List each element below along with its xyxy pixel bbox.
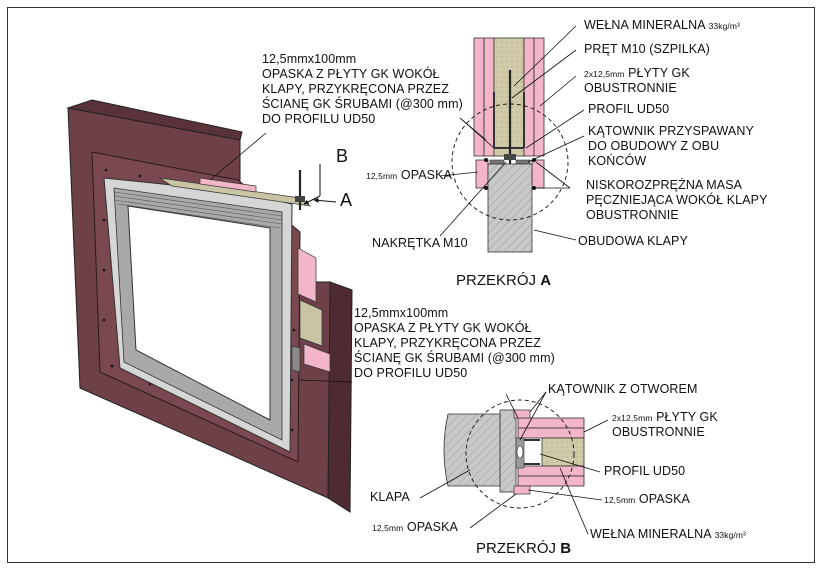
right-cut-steel	[291, 345, 301, 373]
iso-note2-line-1: OPASKA Z PŁYTY GK WOKÓŁ	[354, 321, 532, 335]
iso-note-line-2: KLAPY, PRZYKRĘCONA PRZEZ	[262, 82, 449, 96]
section-b-drawing	[443, 399, 585, 509]
iso-note2-line-4: DO PROFILU UD50	[354, 366, 468, 380]
sb-gypsum-1	[517, 417, 585, 429]
sa-label-profile: PROFIL UD50	[588, 102, 670, 116]
sa-housing	[487, 163, 533, 253]
housing-ribs	[113, 191, 283, 229]
sb-gypsum-3	[517, 465, 585, 477]
sa-label-mass-2: PĘCZNIEJĄCA WOKÓŁ KLAPY	[586, 193, 768, 207]
drawing-border	[7, 7, 815, 563]
sa-label-angle-3: KOŃCÓW	[588, 154, 647, 168]
sa-label-mass-1: NISKOROZPRĘŻNA MASA	[586, 178, 743, 192]
section-b-title: PRZEKRÓJ B	[476, 540, 572, 557]
sb-label-flap: KLAPA	[370, 490, 410, 504]
section-marker-a: A	[340, 190, 353, 210]
sa-gypsum-right-2	[533, 37, 545, 157]
sb-flap	[443, 413, 501, 487]
sa-label-band: 12,5mm OPASKA	[366, 168, 452, 182]
sb-label-band-left: 12,5mm OPASKA	[372, 520, 458, 534]
sb-label-band-right: 12,5mm OPASKA	[604, 492, 690, 506]
isometric-view	[66, 99, 353, 513]
iso-note-line-3: ŚCIANĘ GK ŚRUBAMI (@300 mm)	[262, 97, 463, 111]
leader-iso-note-2	[297, 379, 353, 383]
sa-label-angle-2: DO OBUDOWY Z OBU	[588, 139, 720, 153]
sb-detail-circle	[465, 399, 575, 509]
sb-band-bottom	[513, 485, 531, 495]
sa-detail-circle	[451, 103, 569, 221]
sb-wool	[541, 437, 585, 467]
nut-iso	[295, 196, 305, 202]
sa-label-boards-2: OBUSTRONNIE	[584, 81, 677, 95]
sb-gypsum-4	[517, 475, 585, 487]
section-a-leaders	[439, 25, 585, 241]
iso-note-size: 12,5mmx100mm	[262, 52, 357, 66]
iso-note-line-1: OPASKA Z PŁYTY GK WOKÓŁ	[262, 67, 440, 81]
iso-note2-line-2: KLAPY, PRZYKRĘCONA PRZEZ	[354, 336, 541, 350]
section-a-title: PRZEKRÓJ A	[456, 272, 552, 289]
wall-side-face	[327, 281, 353, 513]
right-cut-gypsum-2	[303, 343, 331, 373]
sa-label-nut: NAKRĘTKA M10	[372, 236, 468, 250]
iso-note2-line-3: ŚCIANĘ GK ŚRUBAMI (@300 mm)	[354, 351, 555, 365]
sb-band-top	[513, 409, 531, 419]
sa-label-housing: OBUDOWA KLAPY	[578, 234, 688, 248]
sa-nut	[504, 154, 516, 160]
section-marker-b: B	[336, 146, 349, 166]
sa-gypsum-right	[523, 37, 535, 157]
sb-label-boards-2: OBUSTRONNIE	[612, 425, 705, 439]
sb-housing	[499, 409, 517, 493]
sa-label-mass-3: OBUSTRONNIE	[586, 208, 679, 222]
sb-angle-hole	[516, 445, 524, 459]
sa-gypsum-left-2	[483, 37, 495, 157]
right-cut-wool	[299, 299, 323, 347]
flap-opening	[127, 205, 271, 421]
sa-label-wool: WEŁNA MINERALNA 33kg/m³	[584, 18, 740, 32]
section-b-leaders	[419, 391, 609, 535]
sa-angle-right	[515, 159, 531, 165]
sb-gypsum-2	[517, 427, 585, 439]
sa-band-right	[531, 159, 545, 189]
sb-label-boards: 2x12,5mm PŁYTY GK	[612, 410, 718, 424]
iso-note2-size: 12,5mmx100mm	[354, 306, 449, 320]
sa-label-angle-1: KĄTOWNIK PRZYSPAWANY	[588, 124, 754, 138]
sb-label-profile: PROFIL UD50	[604, 464, 686, 478]
sb-label-angle: KĄTOWNIK Z OTWOREM	[548, 382, 698, 396]
sa-angle-left	[489, 159, 505, 165]
sa-label-boards: 2x12,5mm PŁYTY GK	[584, 66, 690, 80]
sb-label-wool: WEŁNA MINERALNA 33kg/m³	[590, 527, 746, 541]
section-a-arrow	[313, 197, 337, 203]
leader-iso-note-1	[209, 132, 267, 181]
iso-note-line-4: DO PROFILU UD50	[262, 112, 376, 126]
section-b-arrow	[303, 195, 321, 205]
sa-label-rod: PRĘT M10 (SZPILKA)	[584, 42, 710, 56]
sb-profile-ud50	[521, 439, 540, 465]
right-cut-gypsum-1	[297, 247, 317, 303]
section-a-drawing	[451, 37, 569, 253]
top-cut-gypsum	[199, 177, 257, 193]
